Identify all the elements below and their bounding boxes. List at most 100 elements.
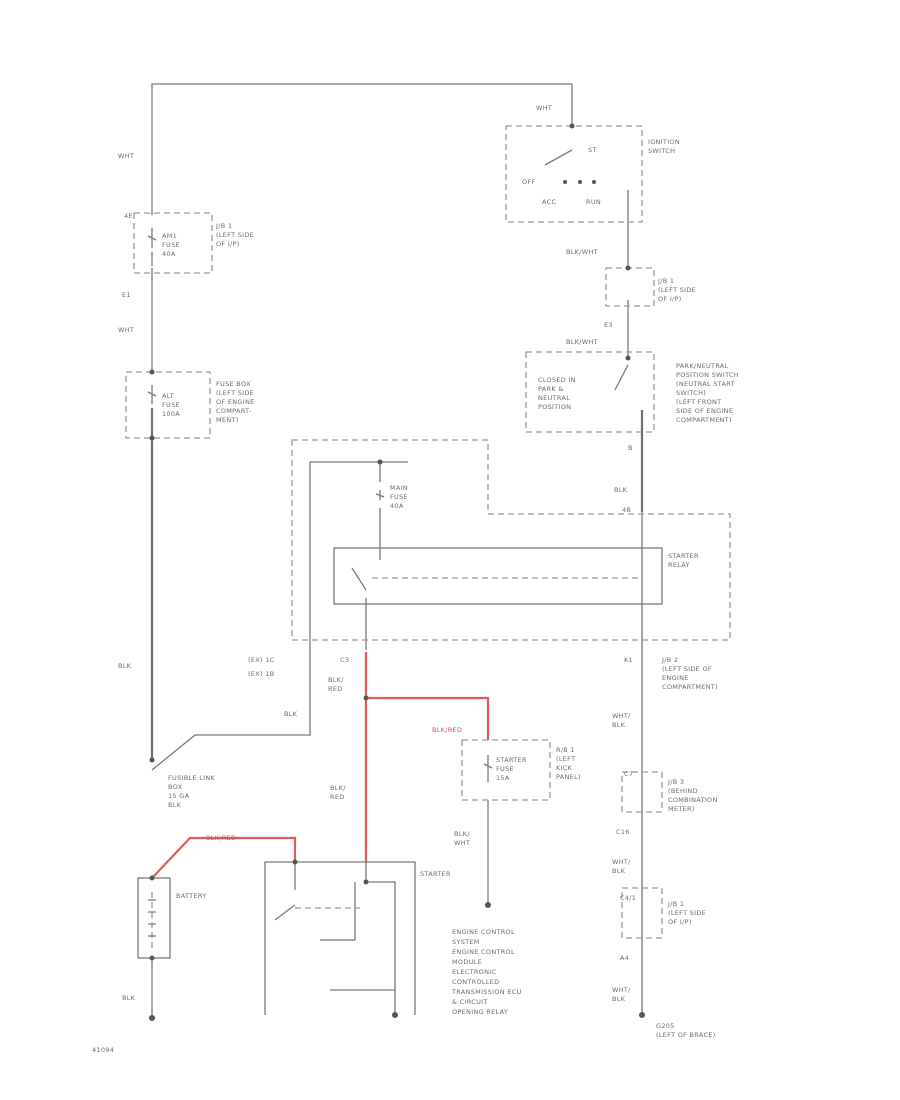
label-blk-left: BLK: [118, 662, 132, 670]
label-battery: BATTERY: [176, 892, 207, 900]
jb3-box: [621, 771, 663, 813]
label-fusible-link-1: BOX: [168, 783, 183, 791]
main-fuse-symbol: [375, 490, 385, 500]
label-pn-switch-2: (NEUTRAL START: [676, 380, 735, 388]
label-main-fuse-1: FUSE: [390, 493, 408, 501]
label-ign-switch-1: SWITCH: [648, 147, 675, 155]
terminals: [149, 123, 645, 1021]
label-blk-red-3-0: BLK/: [330, 784, 346, 792]
label-wht-blk-2-1: BLK: [612, 867, 626, 875]
labels: WHT WHT 4E AM1 FUSE 40A J/B 1 (LEFT SIDE…: [92, 104, 739, 1054]
alt-fuse-symbol: [147, 385, 157, 430]
label-ecs-6: TRANSMISSION ECU: [451, 988, 522, 996]
label-top-wht: WHT: [118, 152, 134, 160]
starter-housing: [264, 861, 416, 1015]
internals: [147, 149, 642, 950]
label-blk-red-1-1: RED: [328, 685, 343, 693]
label-blk-right: BLK: [614, 486, 628, 494]
label-closed-in-2: NEUTRAL: [538, 394, 570, 402]
label-ecs-0: ENGINE CONTROL: [452, 928, 515, 936]
label-fuse-box-1: (LEFT SIDE: [216, 389, 254, 397]
label-am1-fuse-0: AM1: [162, 232, 177, 240]
node-starter-in: [292, 859, 298, 865]
wires: [150, 83, 644, 1018]
label-jb3-0: J/B 3: [667, 778, 684, 786]
label-blk-wht-3-0: BLK/: [454, 830, 470, 838]
label-closed-in-1: PARK &: [538, 385, 564, 393]
label-alt-fuse-1: FUSE: [162, 401, 180, 409]
label-wht-mid: WHT: [118, 326, 134, 334]
label-fuse-box-3: COMPART-: [216, 407, 252, 415]
battery-body: [137, 877, 171, 959]
wire-battery-red: [151, 836, 297, 879]
label-fusible-link-3: BLK: [168, 801, 182, 809]
label-c16: C16: [616, 828, 630, 836]
label-jb1-right-1: (LEFT SIDE: [658, 286, 696, 294]
relay-contact: [351, 567, 367, 591]
starter-fuse-symbol: [483, 755, 493, 782]
label-starter-fuse-2: 15A: [496, 774, 510, 782]
label-rb1-3: PANEL): [556, 773, 581, 781]
jb1-bottom-box: [621, 887, 663, 939]
label-pin-a4: A4: [620, 954, 629, 962]
label-rb1-2: KICK: [556, 764, 573, 772]
label-e1: E1: [122, 291, 131, 299]
label-blk-mid: BLK: [284, 710, 298, 718]
label-pin-b: B: [628, 444, 633, 452]
label-ecs-5: CONTROLLED: [452, 978, 499, 986]
node-ign-in: [569, 123, 575, 129]
starter-switch: [274, 862, 296, 921]
label-starter-fuse-0: STARTER: [496, 756, 527, 764]
ignition-switch-box: [505, 125, 643, 223]
label-blk-red-3-1: RED: [330, 793, 345, 801]
label-e3: E3: [604, 321, 613, 329]
label-am1-fuse-1: FUSE: [162, 241, 180, 249]
label-ecs-4: ELECTRONIC: [452, 968, 496, 976]
label-alt-fuse-0: ALT: [162, 392, 174, 400]
wire-relay-top: [309, 461, 408, 640]
label-c3: C3: [340, 656, 349, 664]
label-jb3-2: COMBINATION: [668, 796, 718, 804]
label-g205-1: (LEFT OF BRACE): [656, 1031, 716, 1039]
label-blk-wht-3-1: WHT: [454, 839, 470, 847]
label-starter-relay-1: RELAY: [668, 561, 690, 569]
node-ign-acc: [578, 180, 582, 184]
label-ex-2: (EX) 1B: [248, 670, 274, 678]
rb1-box: [461, 739, 551, 801]
node-fusible-link: [149, 757, 155, 763]
label-ign-st: ST: [588, 146, 597, 154]
label-jb1-left-2: OF I/P): [216, 240, 240, 248]
label-pn-switch-6: COMPARTMENT): [676, 416, 732, 424]
node-starter-sol: [363, 879, 369, 885]
label-blk-wht-1: BLK/WHT: [566, 248, 598, 256]
jb2-box: [291, 439, 731, 641]
node-battery-neg: [149, 955, 155, 961]
label-alt-fuse-2: 100A: [162, 410, 180, 418]
label-jb1-right-0: J/B 1: [657, 277, 674, 285]
label-ecs-3: MODULE: [452, 958, 482, 966]
pn-switch-blade: [614, 364, 629, 391]
label-pin-4b: 4B: [622, 506, 631, 514]
component-boxes: [125, 125, 731, 959]
label-wht-blk-2-0: WHT/: [612, 858, 631, 866]
label-wht-blk-1-1: BLK: [612, 721, 626, 729]
label-rb1-0: R/B 1: [556, 746, 575, 754]
label-closed-in-3: POSITION: [538, 403, 571, 411]
label-blk-wht-2: BLK/WHT: [566, 338, 598, 346]
node-fuse-box-in: [149, 369, 155, 375]
label-pn-switch-4: (LEFT FRONT: [676, 398, 721, 406]
label-ign-wht: WHT: [536, 104, 552, 112]
label-fuse-box-4: MENT): [216, 416, 239, 424]
label-fuse-box-2: OF ENGINE: [216, 398, 255, 406]
label-main-fuse-0: MAIN: [390, 484, 408, 492]
label-pn-switch-0: PARK/NEUTRAL: [676, 362, 729, 370]
label-wht-blk-1-0: WHT/: [612, 712, 631, 720]
label-jb1-bottom-1: (LEFT SIDE: [668, 909, 706, 917]
am1-fuse-symbol: [147, 228, 157, 266]
label-diagram-id: 41094: [92, 1046, 114, 1054]
label-ign-switch-0: IGNITION: [648, 138, 680, 146]
jb1-left-box: [133, 212, 213, 274]
label-jb2-3: COMPARTMENT): [662, 683, 718, 691]
label-wht-blk-3-0: WHT/: [612, 986, 631, 994]
